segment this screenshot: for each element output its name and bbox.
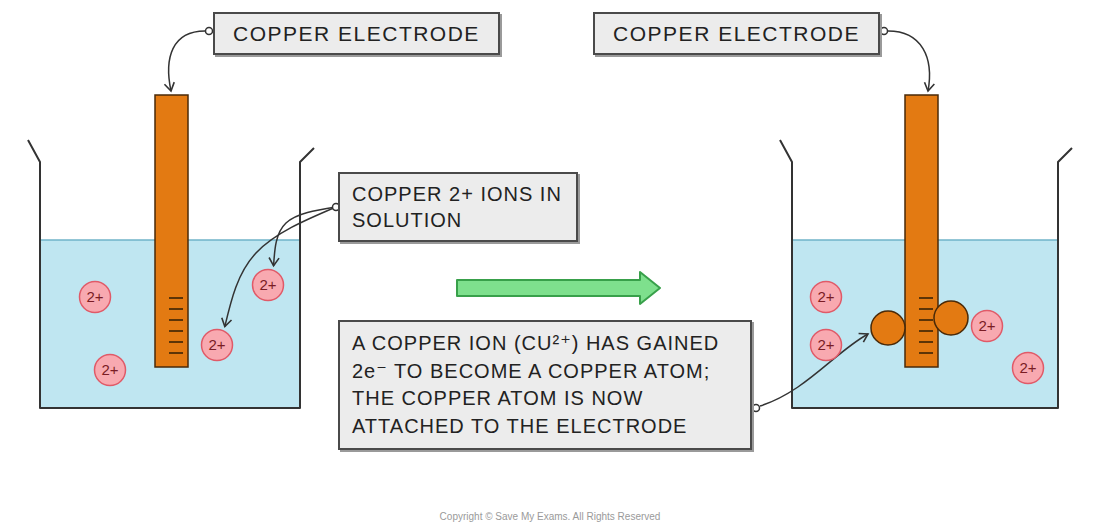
callout-box: COPPER ELECTRODE bbox=[593, 12, 880, 55]
ion-charge: 2+ bbox=[970, 309, 1004, 343]
copper-atom bbox=[871, 311, 905, 345]
leader-line bbox=[169, 31, 205, 91]
ion-circle: 2+ bbox=[970, 309, 1004, 343]
copyright-note: Copyright © Save My Exams. All Rights Re… bbox=[440, 511, 661, 522]
connector-arrow bbox=[225, 207, 336, 327]
process-arrow bbox=[457, 272, 660, 304]
connector-arrow bbox=[274, 207, 336, 266]
ion-circle: 2+ bbox=[200, 328, 234, 362]
ion-charge: 2+ bbox=[809, 280, 843, 314]
callout-text: COPPER ELECTRODE bbox=[613, 20, 860, 47]
ion-circle: 2+ bbox=[93, 353, 127, 387]
negative-charges bbox=[169, 298, 183, 353]
ion-charge: 2+ bbox=[93, 353, 127, 387]
minus-sign bbox=[919, 352, 933, 354]
minus-sign bbox=[169, 308, 183, 310]
callout-text: COPPER 2+ IONS IN SOLUTION bbox=[352, 181, 564, 233]
ion-circle: 2+ bbox=[78, 280, 112, 314]
minus-sign bbox=[919, 297, 933, 299]
minus-sign bbox=[169, 341, 183, 343]
ion-charge: 2+ bbox=[809, 328, 843, 362]
ion-charge: 2+ bbox=[1011, 351, 1045, 385]
leader-dot bbox=[753, 405, 760, 412]
minus-sign bbox=[919, 308, 933, 310]
ion-charge: 2+ bbox=[78, 280, 112, 314]
minus-sign bbox=[169, 297, 183, 299]
callout-text: COPPER ELECTRODE bbox=[233, 20, 480, 47]
callout-box: A COPPER ION (CU²⁺) HAS GAINED 2e⁻ TO BE… bbox=[338, 320, 752, 450]
minus-sign bbox=[169, 330, 183, 332]
copper-electrode bbox=[905, 95, 938, 367]
ion-circle: 2+ bbox=[251, 268, 285, 302]
ion-circle: 2+ bbox=[1011, 351, 1045, 385]
leader-dot bbox=[206, 28, 213, 35]
ion-circle: 2+ bbox=[809, 280, 843, 314]
callout-text: A COPPER ION (CU²⁺) HAS GAINED 2e⁻ TO BE… bbox=[352, 330, 738, 440]
ion-circle: 2+ bbox=[809, 328, 843, 362]
ion-charge: 2+ bbox=[251, 268, 285, 302]
negative-charges bbox=[919, 298, 933, 353]
ion-charge: 2+ bbox=[200, 328, 234, 362]
callout-box: COPPER 2+ IONS IN SOLUTION bbox=[338, 172, 578, 242]
copper-atom bbox=[934, 301, 968, 335]
leader-line bbox=[888, 31, 929, 91]
minus-sign bbox=[919, 330, 933, 332]
minus-sign bbox=[919, 319, 933, 321]
minus-sign bbox=[169, 352, 183, 354]
copper-electrode bbox=[155, 95, 188, 367]
callout-box: COPPER ELECTRODE bbox=[213, 12, 500, 55]
minus-sign bbox=[169, 319, 183, 321]
leader-dot bbox=[881, 28, 888, 35]
minus-sign bbox=[919, 341, 933, 343]
